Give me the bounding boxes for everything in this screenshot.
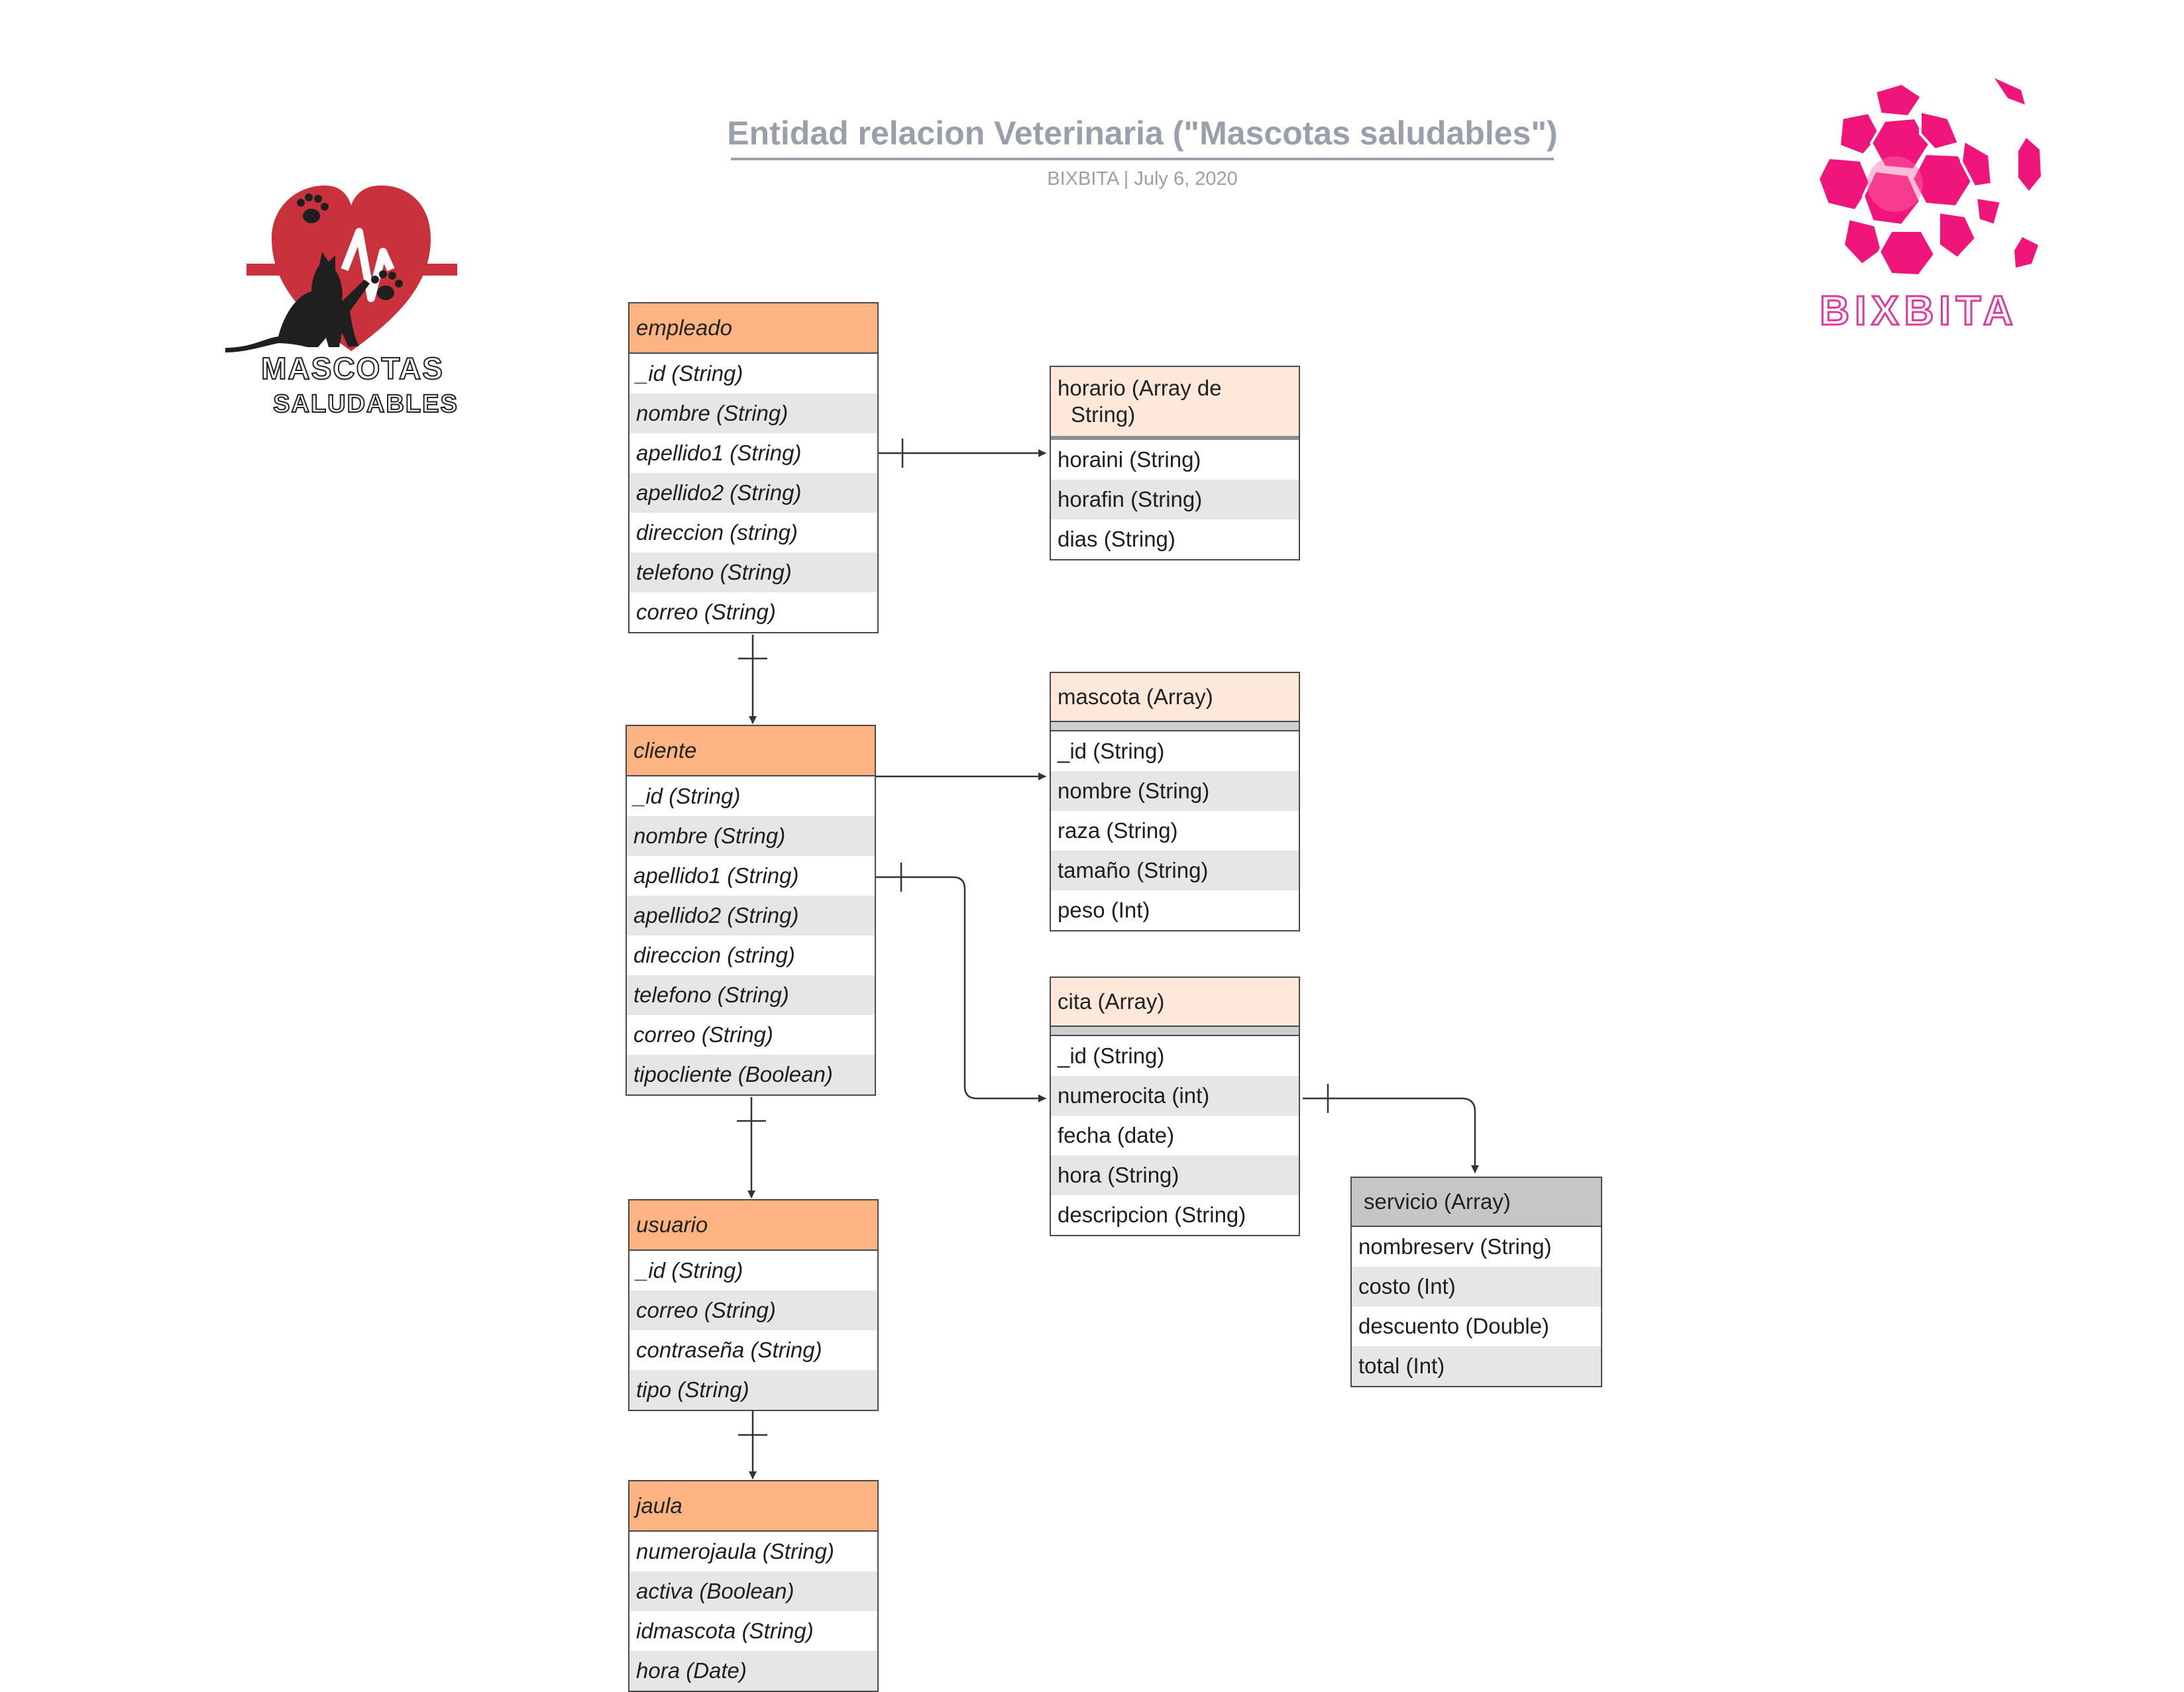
bixbita-logo: BIXBITA [1802,72,2074,337]
field-row: correo (String) [629,1291,877,1330]
page-title: Entidad relacion Veterinaria ("Mascotas … [727,115,1558,152]
field-row: hora (String) [1051,1155,1299,1195]
entity-usuario[interactable]: usuario _id (String) correo (String) con… [628,1199,879,1411]
field-row: tamaño (String) [1051,851,1299,890]
field-row: idmascota (String) [629,1611,877,1651]
field-row: _id (String) [629,354,877,394]
field-row: total (Int) [1352,1346,1601,1386]
field-row: direccion (string) [629,513,877,553]
entity-usuario-title: usuario [629,1200,877,1251]
header-separator [1051,436,1299,440]
field-row: _id (String) [1051,1036,1299,1076]
field-row: raza (String) [1051,811,1299,851]
field-row: contraseña (String) [629,1330,877,1370]
logo-word: BIXBITA [1820,288,2018,334]
field-row: correo (String) [629,592,877,632]
field-row: apellido1 (String) [627,856,875,896]
entity-mascota-title: mascota (Array) [1051,673,1299,722]
entity-empleado[interactable]: empleado _id (String) nombre (String) ap… [628,302,879,633]
field-row: apellido2 (String) [629,473,877,513]
field-row: nombreserv (String) [1352,1227,1601,1267]
entity-horario-title: horario (Array de String) [1051,367,1299,436]
field-row: direccion (string) [627,935,875,975]
field-row: fecha (date) [1051,1116,1299,1155]
field-row: costo (Int) [1352,1267,1601,1306]
entity-servicio[interactable]: servicio (Array) nombreserv (String) cos… [1350,1177,1602,1387]
field-row: telefono (String) [629,553,877,592]
header-separator [1051,1027,1299,1036]
entity-horario-title-line1: horario (Array de [1058,376,1222,400]
field-row: descripcion (String) [1051,1195,1299,1235]
field-row: descuento (Double) [1352,1306,1601,1346]
entity-horario[interactable]: horario (Array de String) horaini (Strin… [1050,366,1300,560]
field-row: nombre (String) [627,816,875,856]
entity-horario-title-line2: String) [1071,402,1136,427]
field-row: numerojaula (String) [629,1532,877,1571]
entity-cliente-title: cliente [627,726,875,776]
heart-cat-icon: MASCOTAS SALUDABLES [225,185,459,419]
field-row: dias (String) [1051,519,1299,559]
field-row: tipocliente (Boolean) [627,1055,875,1094]
field-row: peso (Int) [1051,890,1299,930]
entity-mascota[interactable]: mascota (Array) _id (String) nombre (Str… [1050,672,1300,931]
field-row: numerocita (int) [1051,1076,1299,1116]
hexagon-sphere-icon: BIXBITA [1816,78,2041,335]
field-row: _id (String) [1051,731,1299,771]
field-row: telefono (String) [627,975,875,1015]
entity-cita[interactable]: cita (Array) _id (String) numerocita (in… [1050,977,1300,1236]
entity-servicio-title: servicio (Array) [1352,1178,1601,1227]
entity-empleado-title: empleado [629,303,877,354]
field-row: hora (Date) [629,1651,877,1691]
entity-jaula-title: jaula [629,1481,877,1532]
entity-jaula[interactable]: jaula numerojaula (String) activa (Boole… [628,1480,879,1692]
relation-cliente-cita [875,876,1046,1102]
field-row: activa (Boolean) [629,1571,877,1611]
field-row: tipo (String) [629,1370,877,1410]
field-row: apellido1 (String) [629,433,877,473]
field-row: nombre (String) [1051,771,1299,811]
field-row: correo (String) [627,1015,875,1055]
field-row: apellido2 (String) [627,896,875,935]
field-row: horafin (String) [1051,480,1299,519]
title-underline [731,158,1554,160]
page-subtitle: BIXBITA | July 6, 2020 [1047,168,1238,189]
logo-line2: SALUDABLES [273,390,459,418]
field-row: horaini (String) [1051,440,1299,480]
field-row: _id (String) [629,1251,877,1291]
entity-cita-title: cita (Array) [1051,978,1299,1027]
entity-cliente[interactable]: cliente _id (String) nombre (String) ape… [626,725,876,1096]
logo-line1: MASCOTAS [261,351,444,386]
field-row: _id (String) [627,776,875,816]
relation-cita-servicio [1303,1097,1479,1173]
mascotas-saludables-logo: MASCOTAS SALUDABLES [212,159,490,424]
field-row: nombre (String) [629,394,877,433]
header-separator [1051,722,1299,731]
